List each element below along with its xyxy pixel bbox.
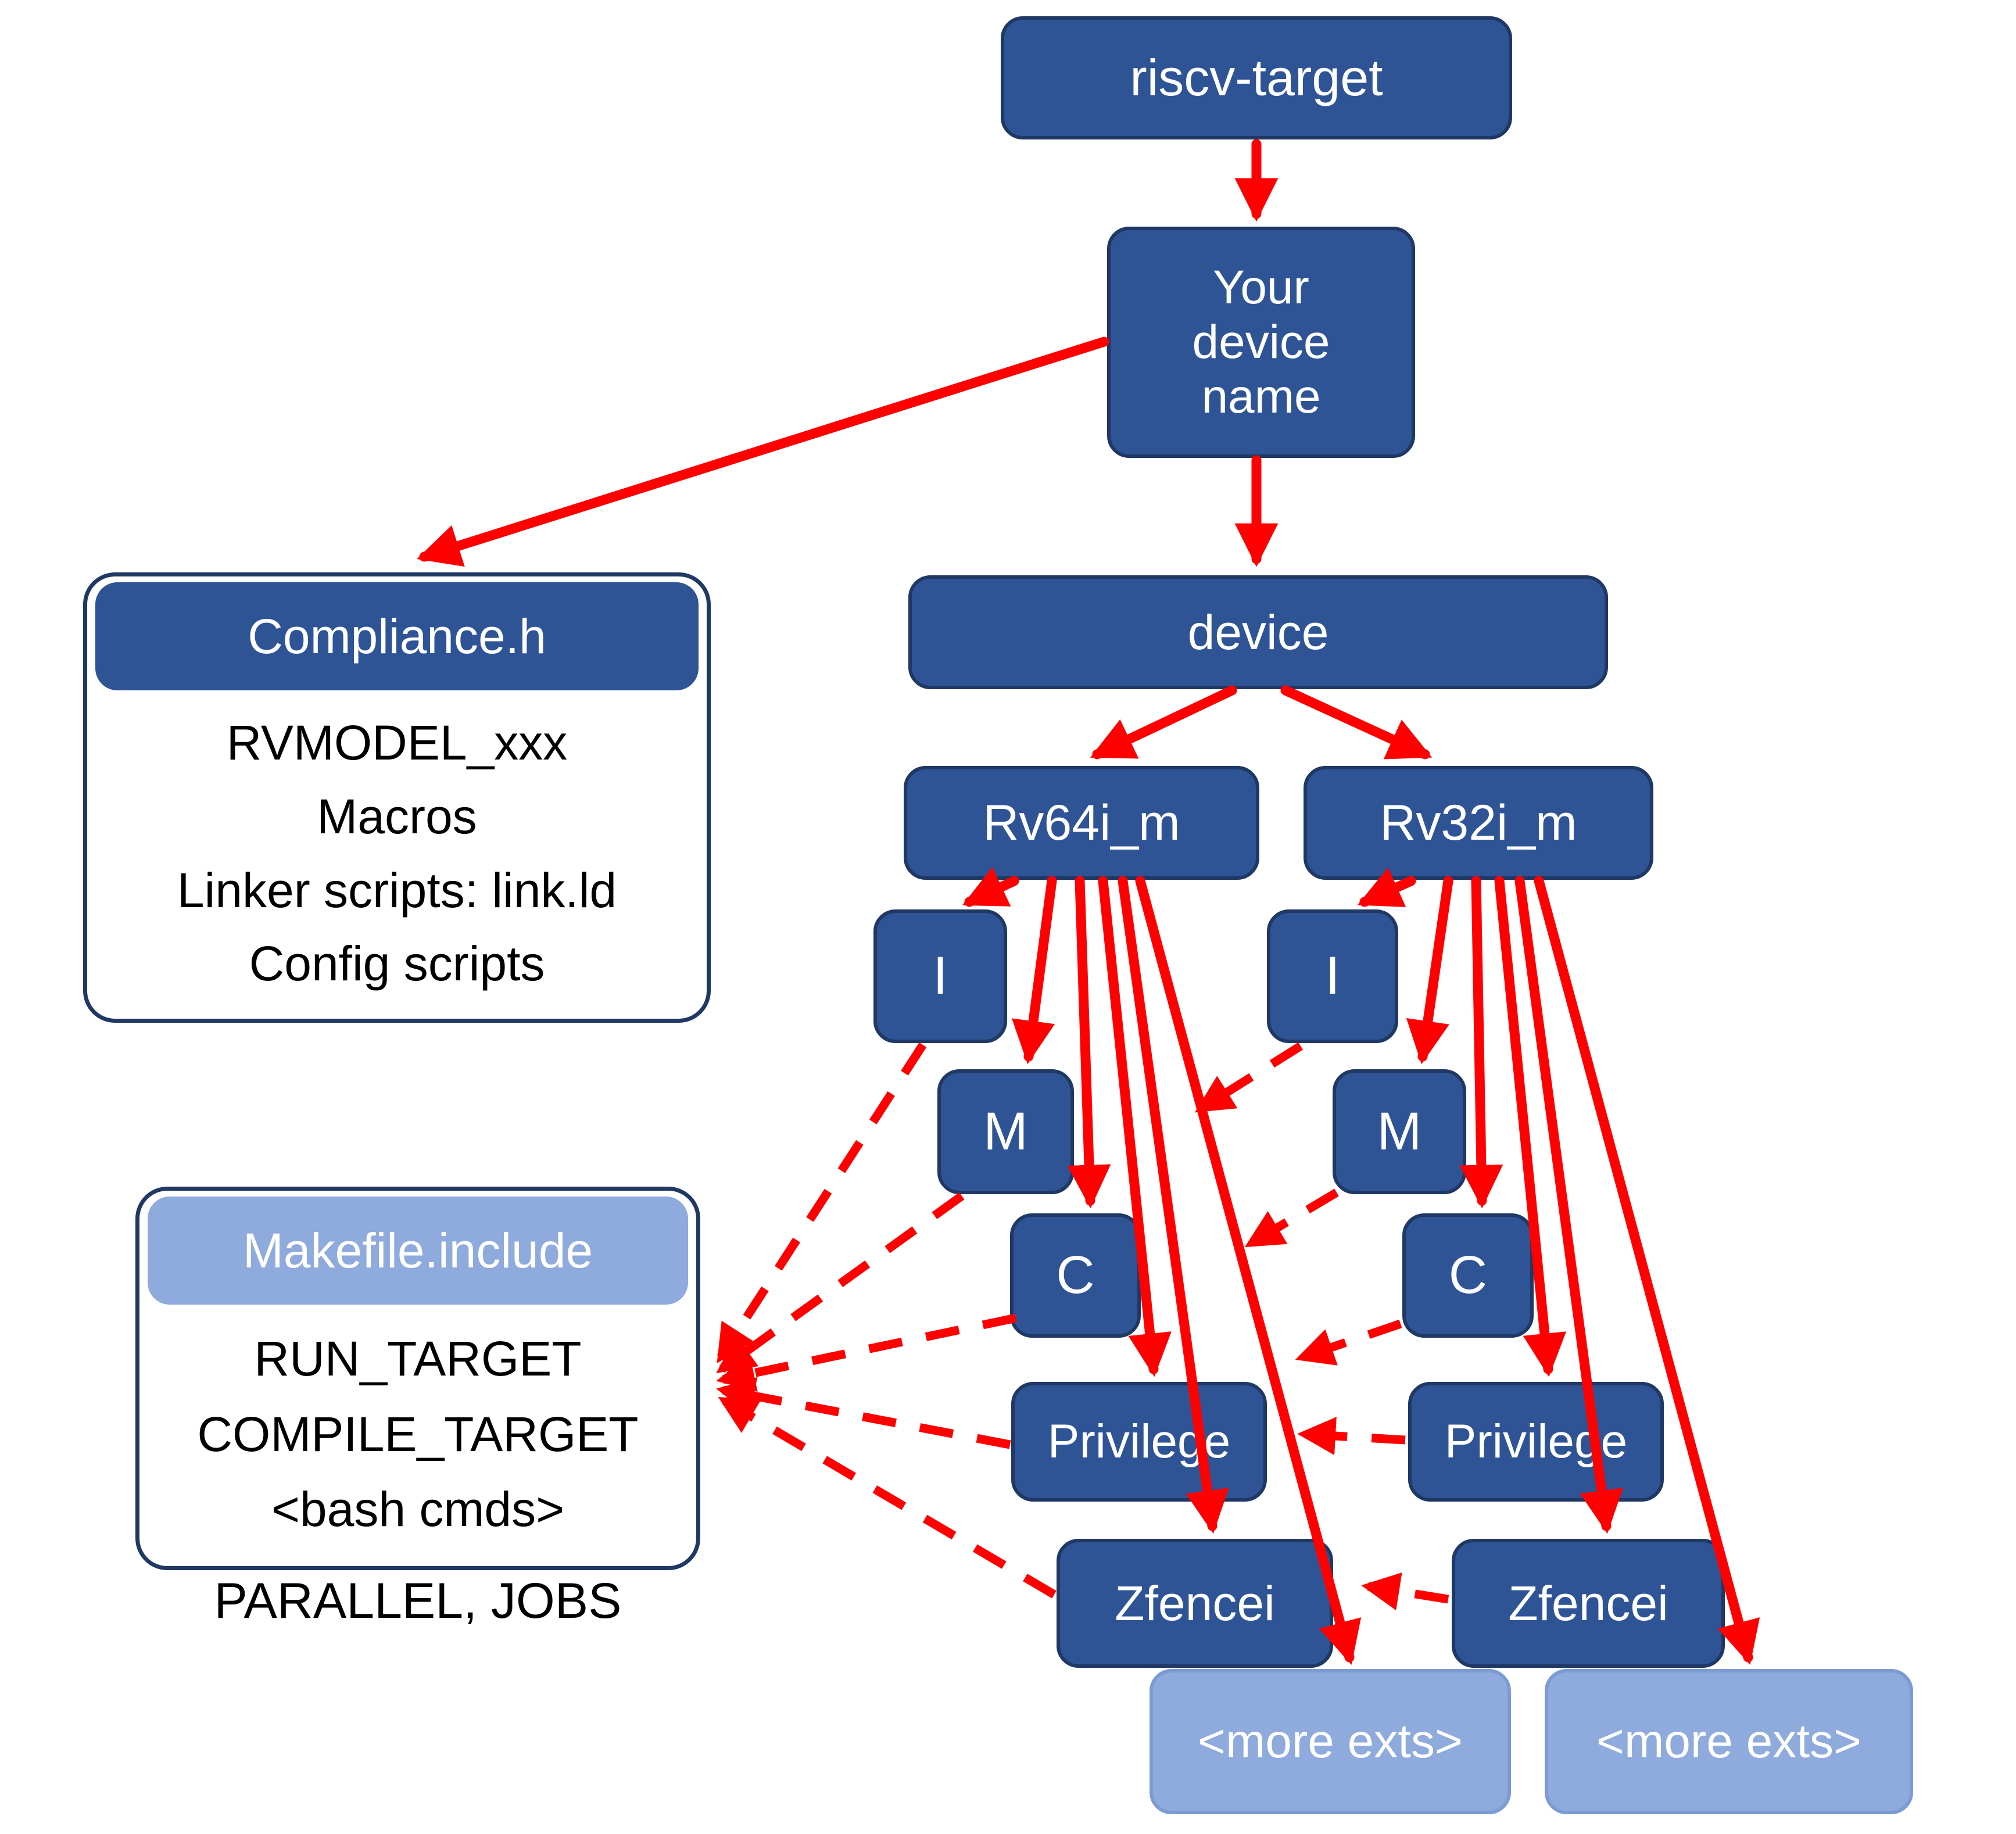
dashed-rv32-privilege-to-makefile bbox=[1297, 1417, 1406, 1456]
node-rv64-i: I bbox=[873, 909, 1007, 1043]
arrow-device-to-rv64 bbox=[1090, 685, 1237, 760]
makefile-panel-body: RUN_TARGET COMPILE_TARGET <bash cmds> bbox=[145, 1310, 690, 1558]
makefile-footer: PARALLEL, JOBS bbox=[214, 1572, 622, 1629]
node-device: device bbox=[908, 575, 1608, 689]
node-rv32-more-exts: <more exts> bbox=[1545, 1669, 1913, 1814]
node-rv64-zfencei: Zfencei bbox=[1057, 1539, 1333, 1668]
makefile-line-1: RUN_TARGET bbox=[254, 1331, 582, 1387]
compliance-line-3: Linker scripts: link.ld bbox=[177, 862, 617, 918]
dashed-rv64-zfencei-to-makefile bbox=[718, 1396, 1057, 1599]
arrow-device-name-to-compliance bbox=[417, 336, 1109, 567]
makefile-line-2: COMPILE_TARGET bbox=[197, 1406, 639, 1462]
arrow-device-to-rv32 bbox=[1280, 685, 1433, 760]
node-riscv-target: riscv-target bbox=[1001, 16, 1512, 139]
compliance-line-4: Config scripts bbox=[249, 936, 545, 991]
dashed-rv32-c-to-makefile bbox=[1295, 1319, 1402, 1366]
arrow-rv64-to-m bbox=[1011, 876, 1057, 1065]
arrow-rv64-to-c bbox=[1067, 876, 1111, 1209]
arrow-rv32-to-c bbox=[1459, 876, 1503, 1209]
dashed-rv64-privilege-to-makefile bbox=[716, 1377, 1011, 1449]
compliance-line-1: RVMODEL_xxx bbox=[226, 715, 568, 771]
node-rv32-privilege: Privilege bbox=[1408, 1382, 1664, 1502]
node-rv32-zfencei: Zfencei bbox=[1452, 1539, 1725, 1668]
node-rv64-m: M bbox=[937, 1069, 1074, 1194]
dashed-rv64-m-to-makefile bbox=[716, 1192, 965, 1373]
compliance-panel-title: Compliance.h bbox=[95, 582, 699, 690]
compliance-panel: Compliance.h RVMODEL_xxx Macros Linker s… bbox=[83, 572, 711, 1023]
device-name-line-2: device bbox=[1192, 315, 1330, 368]
node-your-device-name: Your device name bbox=[1107, 227, 1415, 458]
makefile-panel: Makefile.include RUN_TARGET COMPILE_TARG… bbox=[135, 1187, 700, 1570]
node-rv32-c: C bbox=[1402, 1213, 1534, 1338]
node-rv64-c: C bbox=[1010, 1213, 1141, 1338]
makefile-panel-title: Makefile.include bbox=[148, 1197, 688, 1305]
dashed-rv32-i-to-makefile bbox=[1194, 1042, 1303, 1113]
device-name-line-1: Your bbox=[1213, 260, 1309, 314]
makefile-line-3: <bash cmds> bbox=[271, 1482, 565, 1537]
dashed-rv32-m-to-makefile bbox=[1244, 1188, 1339, 1248]
node-rv32-i: I bbox=[1267, 909, 1398, 1043]
dashed-rv64-c-to-makefile bbox=[716, 1313, 1017, 1392]
arrow-rv64-to-i bbox=[962, 867, 1019, 907]
compliance-line-2: Macros bbox=[317, 789, 477, 844]
arrow-rv32-to-i bbox=[1357, 867, 1416, 907]
node-rv64-more-exts: <more exts> bbox=[1150, 1669, 1511, 1814]
device-name-line-3: name bbox=[1201, 370, 1321, 424]
dashed-rv32-zfencei-to-makefile bbox=[1361, 1572, 1449, 1611]
arrow-rv32-to-m bbox=[1406, 876, 1453, 1065]
node-rv32-m: M bbox=[1333, 1069, 1466, 1194]
dashed-rv64-i-to-makefile bbox=[717, 1042, 927, 1363]
node-rv64i-m: Rv64i_m bbox=[904, 766, 1259, 880]
node-rv64-privilege: Privilege bbox=[1011, 1382, 1267, 1502]
node-rv32i-m: Rv32i_m bbox=[1304, 766, 1653, 880]
compliance-panel-body: RVMODEL_xxx Macros Linker scripts: link.… bbox=[93, 696, 701, 1011]
